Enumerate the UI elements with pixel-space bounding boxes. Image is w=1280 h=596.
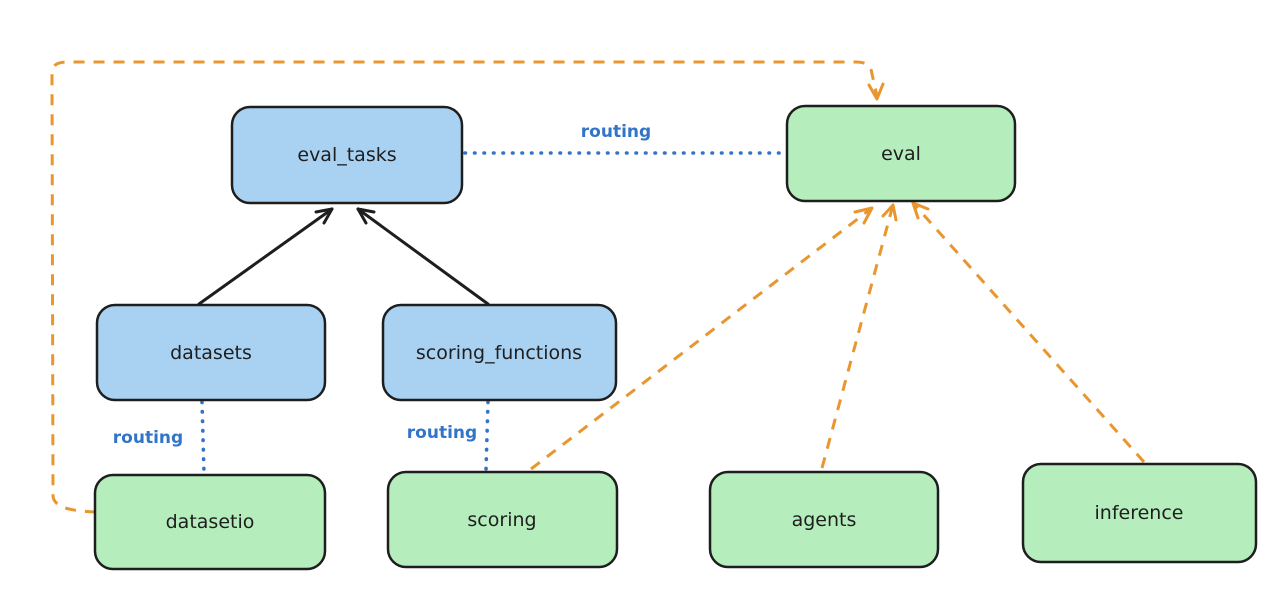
node-agents: agents [708, 470, 940, 569]
eval-box [785, 104, 1017, 203]
inference-label: inference [1095, 502, 1184, 524]
datasetio-eval-arrowhead [867, 82, 885, 101]
agents-box [708, 470, 940, 569]
datasetio-label: datasetio [166, 511, 255, 533]
edge-datasets-to-eval-tasks [197, 207, 334, 306]
edge-agents-to-eval [820, 203, 898, 469]
edge-inference-to-eval [911, 201, 1146, 463]
scoringfunctions-evaltasks-arrowhead [356, 207, 376, 225]
eval-label: eval [881, 143, 921, 165]
node-datasetio: datasetio [93, 473, 327, 571]
node-eval-tasks: eval_tasks [230, 105, 464, 205]
datasets-box [95, 303, 327, 402]
inference-eval-arrowhead [911, 201, 930, 220]
scoring-functions-box [381, 303, 618, 402]
node-eval: eval [785, 104, 1017, 203]
datasets-evaltasks-line [197, 207, 334, 306]
edge-scoring-to-eval [530, 206, 874, 471]
agents-eval-line [820, 204, 895, 469]
eval-tasks-label: eval_tasks [297, 144, 396, 166]
datasetio-eval-loop-line [50, 60, 879, 514]
scoringfunctions-scoring-routing-label: routing [407, 423, 477, 443]
node-scoring-functions: scoring_functions [381, 303, 618, 402]
agents-label: agents [792, 509, 857, 531]
scoring-box [386, 470, 619, 569]
edge-scoring-functions-to-eval-tasks [356, 207, 490, 306]
datasets-datasetio-routing-label: routing [113, 428, 183, 448]
datasets-datasetio-routing-line [200, 400, 206, 475]
node-scoring: scoring [386, 470, 619, 569]
scoring-functions-label: scoring_functions [416, 342, 582, 364]
scoring-eval-arrowhead [853, 206, 874, 225]
inference-eval-line [911, 202, 1146, 463]
scoringfunctions-evaltasks-line [356, 207, 490, 306]
edge-datasets-to-datasetio-routing: routing [113, 400, 206, 475]
eval-tasks-box [230, 105, 464, 205]
scoring-label: scoring [467, 509, 536, 531]
evaltasks-eval-routing-label: routing [581, 122, 651, 142]
inference-box [1021, 462, 1258, 564]
node-datasets: datasets [95, 303, 327, 402]
scoringfunctions-scoring-routing-line [484, 400, 490, 472]
agents-eval-arrowhead [881, 203, 898, 222]
edge-datasetio-to-eval [50, 60, 885, 514]
datasets-label: datasets [170, 342, 252, 364]
edge-scoring-functions-to-scoring-routing: routing [407, 400, 490, 472]
edge-eval-tasks-to-eval-routing: routing [463, 122, 787, 155]
datasetio-box [93, 473, 327, 571]
datasets-evaltasks-arrowhead [314, 207, 334, 225]
node-inference: inference [1021, 462, 1258, 564]
